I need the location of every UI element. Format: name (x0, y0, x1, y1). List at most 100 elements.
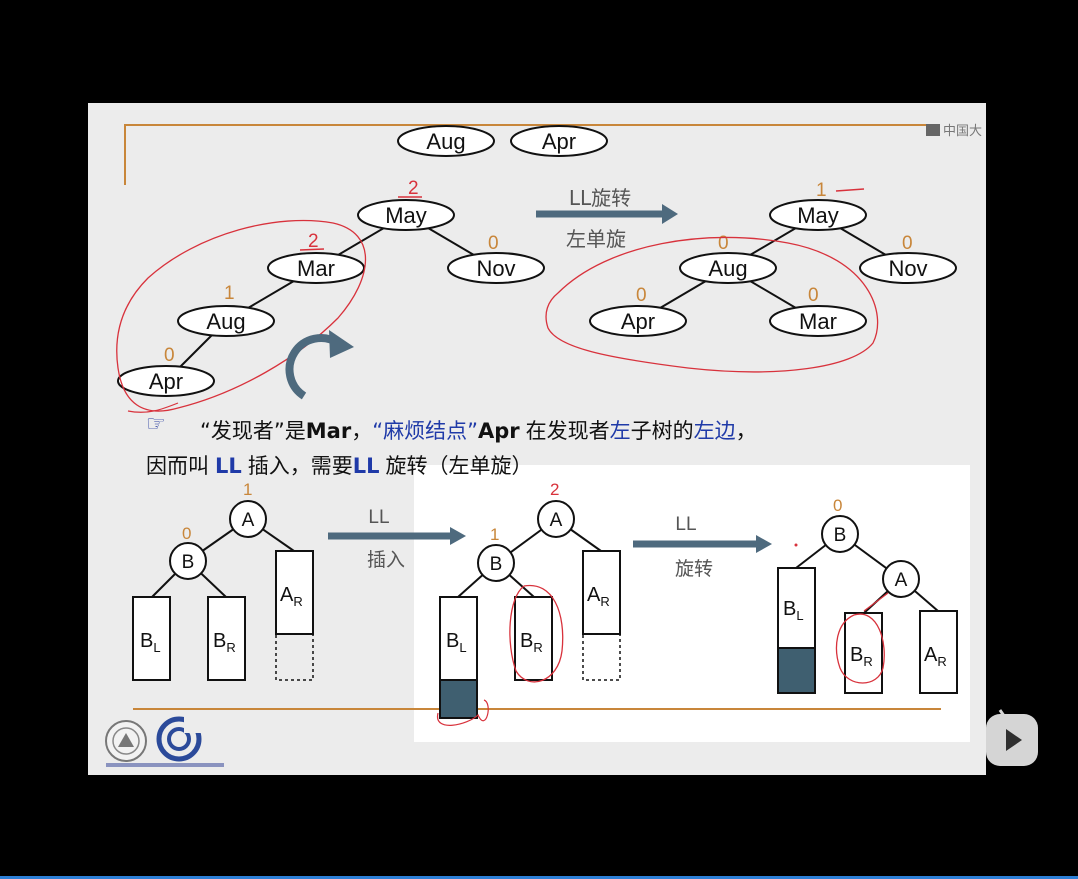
d2-bal-b: 1 (490, 525, 499, 544)
d1-ar: AR (280, 584, 303, 609)
d1-node-b: B (182, 552, 195, 573)
node-aug: Aug (177, 305, 275, 337)
svg-text:May: May (797, 203, 839, 228)
node-aug-after: Aug (679, 252, 777, 284)
ll-insert-arrow: LL 插入 (328, 507, 466, 571)
key-apr-label: Apr (542, 129, 576, 154)
exp-q1: “发现者”是 (200, 419, 306, 443)
d1-bal-a: 1 (243, 480, 252, 499)
node-may-after: May (769, 199, 867, 231)
slide: Aug Apr May Mar Nov Aug Apr 2 (88, 103, 986, 775)
logo-caption-bar (106, 763, 224, 767)
key-apr: Apr (510, 125, 608, 157)
exp-t3: ， (736, 419, 757, 443)
exp-l2b: 插入，需要 (248, 454, 353, 478)
bal-may: 2 (408, 178, 419, 199)
node-apr-after: Apr (589, 305, 687, 337)
bal-mar: 2 (308, 231, 319, 252)
svg-text:Mar: Mar (799, 309, 837, 334)
exp-trouble: Apr (478, 419, 520, 443)
key-aug-label: Aug (426, 129, 465, 154)
exp-t1: 在发现者 (526, 419, 610, 443)
d1-bal-b: 0 (182, 524, 191, 543)
watermark: 中国大 (926, 120, 982, 139)
department-logo (156, 715, 206, 762)
ll-rotate-arrow-top: LL旋转 左单旋 (536, 186, 678, 251)
svg-text:LL旋转: LL旋转 (569, 186, 631, 210)
bal-aug-after: 0 (718, 233, 729, 254)
d2-bl: BL (446, 630, 467, 655)
bal-nov: 0 (488, 233, 499, 254)
exp-finder: Mar (306, 419, 352, 443)
svg-text:LL: LL (675, 514, 696, 535)
d1-bl: BL (140, 630, 161, 655)
svg-text:LL: LL (368, 507, 389, 528)
svg-text:Apr: Apr (149, 369, 183, 394)
tree-before: May Mar Nov Aug Apr 2 2 0 1 0 (117, 178, 545, 397)
d1-br: BR (213, 630, 236, 655)
annotation-loop-right (545, 236, 879, 373)
node-may: May (357, 199, 455, 231)
white-panel (414, 465, 970, 742)
svg-text:旋转: 旋转 (675, 558, 713, 580)
mooc-logo-icon (926, 124, 940, 136)
svg-text:Nov: Nov (888, 256, 927, 281)
exp-l2c: 旋转（左单旋） (386, 454, 533, 478)
hand-pointer-icon: ☞ (146, 412, 166, 437)
svg-text:Aug: Aug (206, 309, 245, 334)
watermark-text: 中国大 (943, 124, 983, 139)
exp-ll1: LL (215, 454, 242, 478)
exp-left1: 左 (610, 419, 631, 443)
svg-text:插入: 插入 (367, 549, 405, 571)
node-mar: Mar (267, 252, 365, 284)
d2-node-b: B (490, 554, 503, 575)
play-button[interactable] (986, 714, 1038, 766)
node-nov: Nov (447, 252, 545, 284)
svg-text:Apr: Apr (621, 309, 655, 334)
node-nov-after: Nov (859, 252, 957, 284)
d3-br: BR (850, 644, 873, 669)
rotate-icon (285, 330, 354, 400)
d3-node-a: A (895, 570, 908, 591)
bal-apr: 0 (164, 345, 175, 366)
d2-br: BR (520, 630, 543, 655)
university-logo (105, 720, 147, 762)
exp-left2: 左边 (694, 419, 736, 443)
generic-rotated: B A 0 BL BR AR (777, 496, 958, 694)
progress-bar[interactable] (0, 876, 1078, 879)
bal-may-after: 1 (816, 180, 827, 201)
generic-before: A B 1 0 BL BR AR (132, 480, 314, 681)
exp-comma: ， (351, 419, 372, 443)
exp-ll2: LL (353, 454, 380, 478)
d3-node-b: B (834, 525, 847, 546)
svg-text:左单旋: 左单旋 (566, 227, 626, 251)
svg-text:Nov: Nov (476, 256, 515, 281)
d2-ar: AR (587, 584, 610, 609)
ll-rotate-arrow-bottom: LL 旋转 (633, 514, 772, 580)
d2-bal-a: 2 (550, 480, 559, 499)
svg-text:Mar: Mar (297, 256, 335, 281)
node-mar-after: Mar (769, 305, 867, 337)
bal-aug: 1 (224, 283, 235, 304)
d3-bl: BL (783, 598, 804, 623)
generic-inserted: A B 2 1 BL BR AR (437, 480, 621, 726)
key-aug: Aug (397, 125, 495, 157)
d3-bal-b: 0 (833, 496, 842, 515)
slide-canvas: Aug Apr May Mar Nov Aug Apr 2 (105, 124, 970, 767)
d3-ar: AR (924, 644, 947, 669)
exp-q2: “麻烦结点” (372, 419, 478, 443)
top-frame-line (124, 124, 938, 185)
d1-node-a: A (242, 510, 255, 531)
node-apr: Apr (117, 365, 215, 397)
tree-after: May Aug Nov Apr Mar 1 0 0 0 0 (589, 180, 957, 337)
exp-l2a: 因而叫 (146, 454, 209, 478)
bal-apr-after: 0 (636, 285, 647, 306)
exp-t2: 子树的 (631, 419, 694, 443)
bal-nov-after: 0 (902, 233, 913, 254)
svg-text:May: May (385, 203, 427, 228)
d2-node-a: A (550, 510, 563, 531)
svg-text:Aug: Aug (708, 256, 747, 281)
